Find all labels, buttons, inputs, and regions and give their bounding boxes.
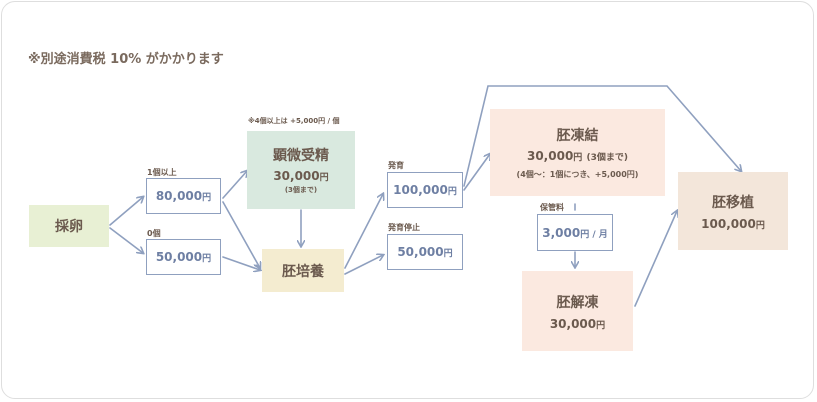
thaw-title: 胚解凍 xyxy=(556,294,599,311)
arrow-thaw-to-transfer xyxy=(634,211,677,307)
storage-label: 保管料 xyxy=(540,203,564,212)
storage-box: 3,000円 / 月 xyxy=(537,214,613,251)
transfer-title: 胚移植 xyxy=(712,194,754,211)
develop-value: 100,000 xyxy=(393,183,448,197)
thaw-value: 30,000 xyxy=(549,316,597,331)
culture-title: 胚培養 xyxy=(282,263,324,280)
branch-1plus-value: 80,000 xyxy=(155,189,203,203)
develop-label: 発育 xyxy=(388,161,404,170)
arrow-retrieval-to-0 xyxy=(109,227,143,253)
arrow-develop-to-freeze xyxy=(463,154,490,191)
arrow-0-to-culture xyxy=(222,256,260,270)
develop-unit: 円 xyxy=(447,187,457,197)
storage-value: 3,000 xyxy=(542,225,581,240)
icsi-note: ※4個以上は +5,000円 / 個 xyxy=(248,117,340,125)
freeze-box: 胚凍結 30,000円 (3個まで) (4個〜：1個につき、+5,000円) xyxy=(490,109,665,196)
icsi-sub: (3個まで) xyxy=(284,186,318,194)
thaw-box: 胚解凍 30,000円 xyxy=(522,271,633,351)
thaw-unit: 円 xyxy=(596,320,606,331)
branch-0-value: 50,000 xyxy=(155,250,203,264)
arrest-label: 発育停止 xyxy=(388,223,420,232)
freeze-title: 胚凍結 xyxy=(556,128,599,144)
freeze-value: 30,000 xyxy=(526,149,574,163)
egg-retrieval-title: 採卵 xyxy=(55,219,83,235)
culture-box: 胚培養 xyxy=(262,249,344,292)
freeze-sub: (3個まで) xyxy=(586,153,629,163)
transfer-unit: 円 xyxy=(755,220,765,231)
freeze-unit: 円 xyxy=(573,153,583,163)
arrow-develop-to-transfer xyxy=(463,85,741,187)
tax-note: ※別途消費税 10% がかかります xyxy=(28,52,224,67)
arrest-value: 50,000 xyxy=(397,245,444,259)
icsi-unit: 円 xyxy=(319,173,329,183)
branch-0-label: 0個 xyxy=(147,229,161,238)
icsi-box: 顕微受精 30,000円 (3個まで) xyxy=(247,131,355,209)
branch-0-unit: 円 xyxy=(202,254,212,264)
storage-unit: 円 / 月 xyxy=(580,229,608,240)
icsi-title: 顕微受精 xyxy=(273,148,329,164)
branch-1plus-box: 80,000円 xyxy=(146,178,221,214)
arrow-1plus-to-culture xyxy=(222,201,260,268)
arrow-culture-to-arrest xyxy=(344,255,383,275)
arrow-retrieval-to-1plus xyxy=(109,197,143,226)
transfer-box: 胚移植 100,000円 xyxy=(678,172,788,250)
freeze-extra: (4個〜：1個につき、+5,000円) xyxy=(516,170,639,179)
arrest-box: 50,000円 xyxy=(387,234,463,270)
egg-retrieval-box: 採卵 xyxy=(29,205,109,247)
develop-box: 100,000円 xyxy=(387,172,463,208)
branch-0-box: 50,000円 xyxy=(146,239,221,275)
arrest-unit: 円 xyxy=(443,249,453,259)
transfer-value: 100,000 xyxy=(701,216,756,231)
icsi-value: 30,000 xyxy=(273,169,320,183)
arrow-1plus-to-icsi xyxy=(222,171,247,199)
branch-1plus-label: 1個以上 xyxy=(147,168,177,177)
arrow-culture-to-develop xyxy=(344,194,383,269)
branch-1plus-unit: 円 xyxy=(202,193,212,203)
